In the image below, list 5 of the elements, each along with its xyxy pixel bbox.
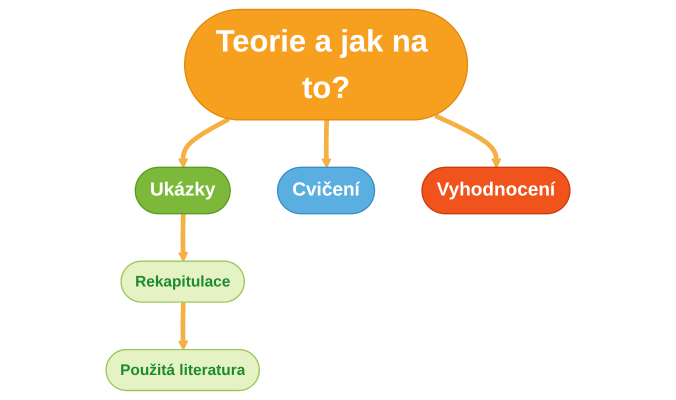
arrow (178, 302, 188, 351)
arrow (434, 114, 502, 168)
arrow (178, 117, 230, 168)
arrow (321, 120, 332, 168)
arrow (178, 214, 188, 262)
